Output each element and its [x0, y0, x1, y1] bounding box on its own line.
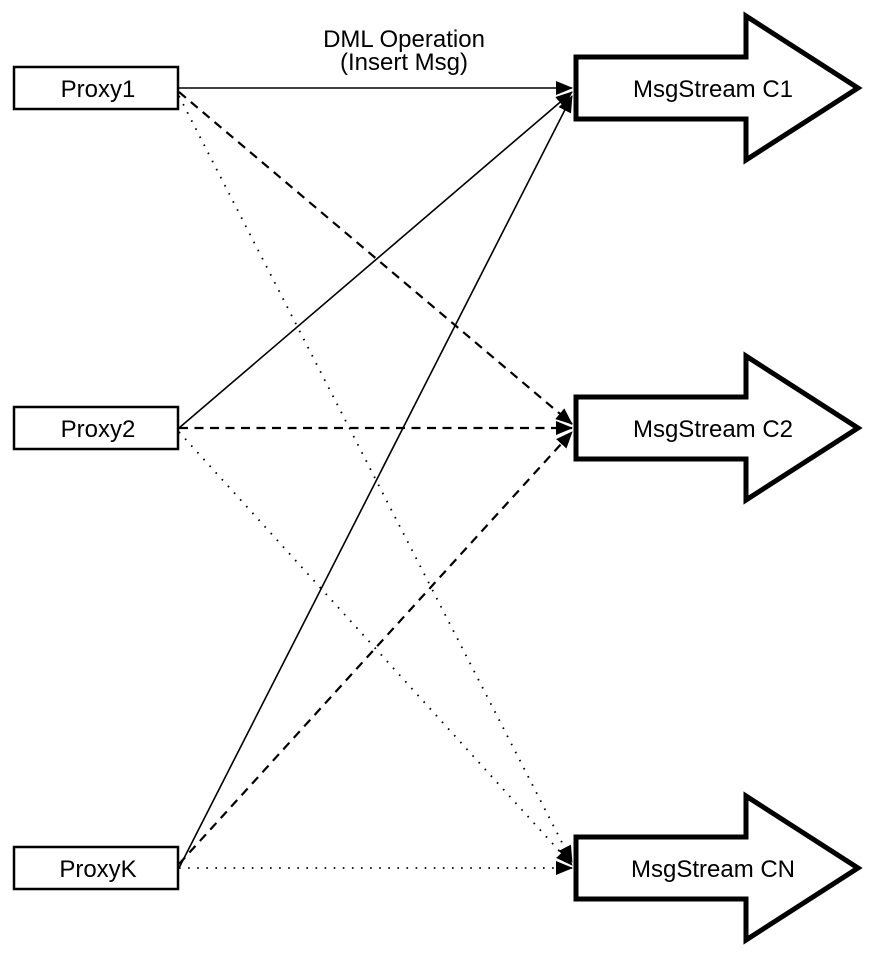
proxy1-label: Proxy1 [61, 76, 136, 103]
proxy1-node: Proxy1 [12, 65, 180, 111]
msgstream-c1-node: MsgStream C1 [573, 11, 863, 165]
msgstream-c1-label: MsgStream C1 [633, 76, 793, 103]
connection-proxy2-to-cn [178, 431, 573, 866]
connection-proxy1-to-c2 [178, 91, 573, 425]
proxy2-box [12, 405, 180, 451]
msgstream-c2-arrow-shape [573, 351, 863, 505]
msgstream-c1-arrow-shape [573, 11, 863, 165]
diagram-title-line2: (Insert Msg) [340, 49, 468, 76]
msgstream-c2-label: MsgStream C2 [633, 416, 793, 443]
msgstream-cn-node: MsgStream CN [573, 791, 863, 945]
msgstream-cn-label: MsgStream CN [631, 856, 795, 883]
connection-proxyk-to-c1 [178, 95, 573, 869]
proxyk-box [12, 845, 180, 891]
proxy2-node: Proxy2 [12, 405, 180, 451]
proxy1-box [12, 65, 180, 111]
connection-proxy2-to-c1 [178, 91, 573, 429]
proxy2-label: Proxy2 [61, 416, 136, 443]
diagram-title-line1: DML Operation [323, 26, 485, 53]
connection-proxyk-to-c2 [178, 431, 573, 865]
proxyk-node: ProxyK [12, 845, 180, 891]
msgstream-cn-arrow-shape [573, 791, 863, 945]
proxyk-label: ProxyK [59, 856, 136, 883]
msgstream-c2-node: MsgStream C2 [573, 351, 863, 505]
